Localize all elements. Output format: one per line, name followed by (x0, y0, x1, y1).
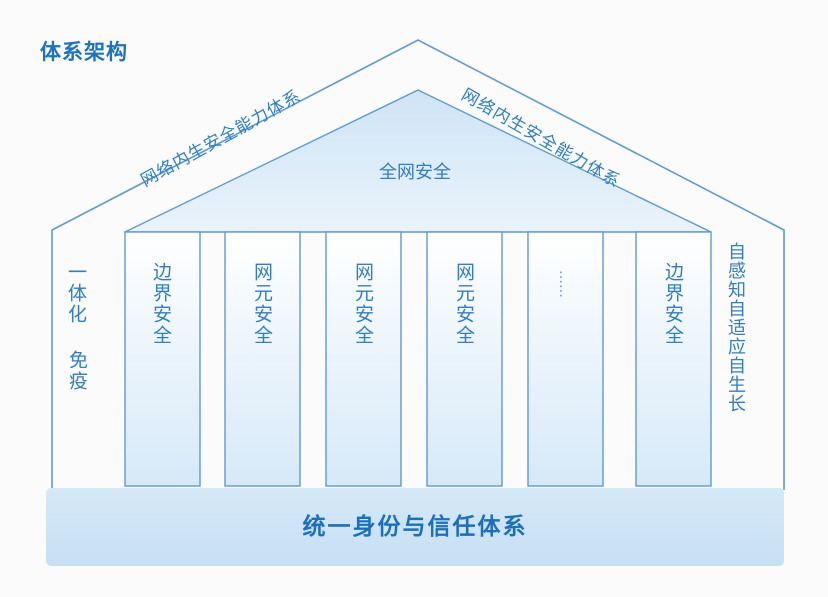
pillar-6 (635, 231, 712, 487)
pillar-3 (325, 231, 402, 487)
left-side-label-2: 免疫 (66, 350, 88, 392)
pillar-label-3: 网元安全 (352, 262, 374, 346)
pillar-label-5: …… (556, 270, 572, 298)
ellipsis-text: …… (556, 270, 572, 298)
gable-triangle (124, 89, 712, 233)
house-outline (51, 39, 785, 490)
pillar-label-2: 网元安全 (251, 262, 273, 346)
pillar-1 (124, 231, 201, 487)
base-label: 统一身份与信任体系 (302, 514, 528, 540)
page-title: 体系架构 (40, 40, 128, 64)
pillar-label-1: 边界安全 (150, 262, 172, 346)
pillar-label-6: 边界安全 (662, 262, 684, 346)
pillar-4 (426, 231, 503, 487)
pillar-5 (527, 231, 604, 487)
gable-label: 全网安全 (379, 162, 451, 183)
pillar-label-4: 网元安全 (453, 262, 475, 346)
right-side-label: 自感知自适应自生长 (725, 242, 746, 413)
base-bar (46, 488, 784, 566)
left-side-label-1: 一体化 (65, 262, 87, 325)
pillar-2 (224, 231, 301, 487)
